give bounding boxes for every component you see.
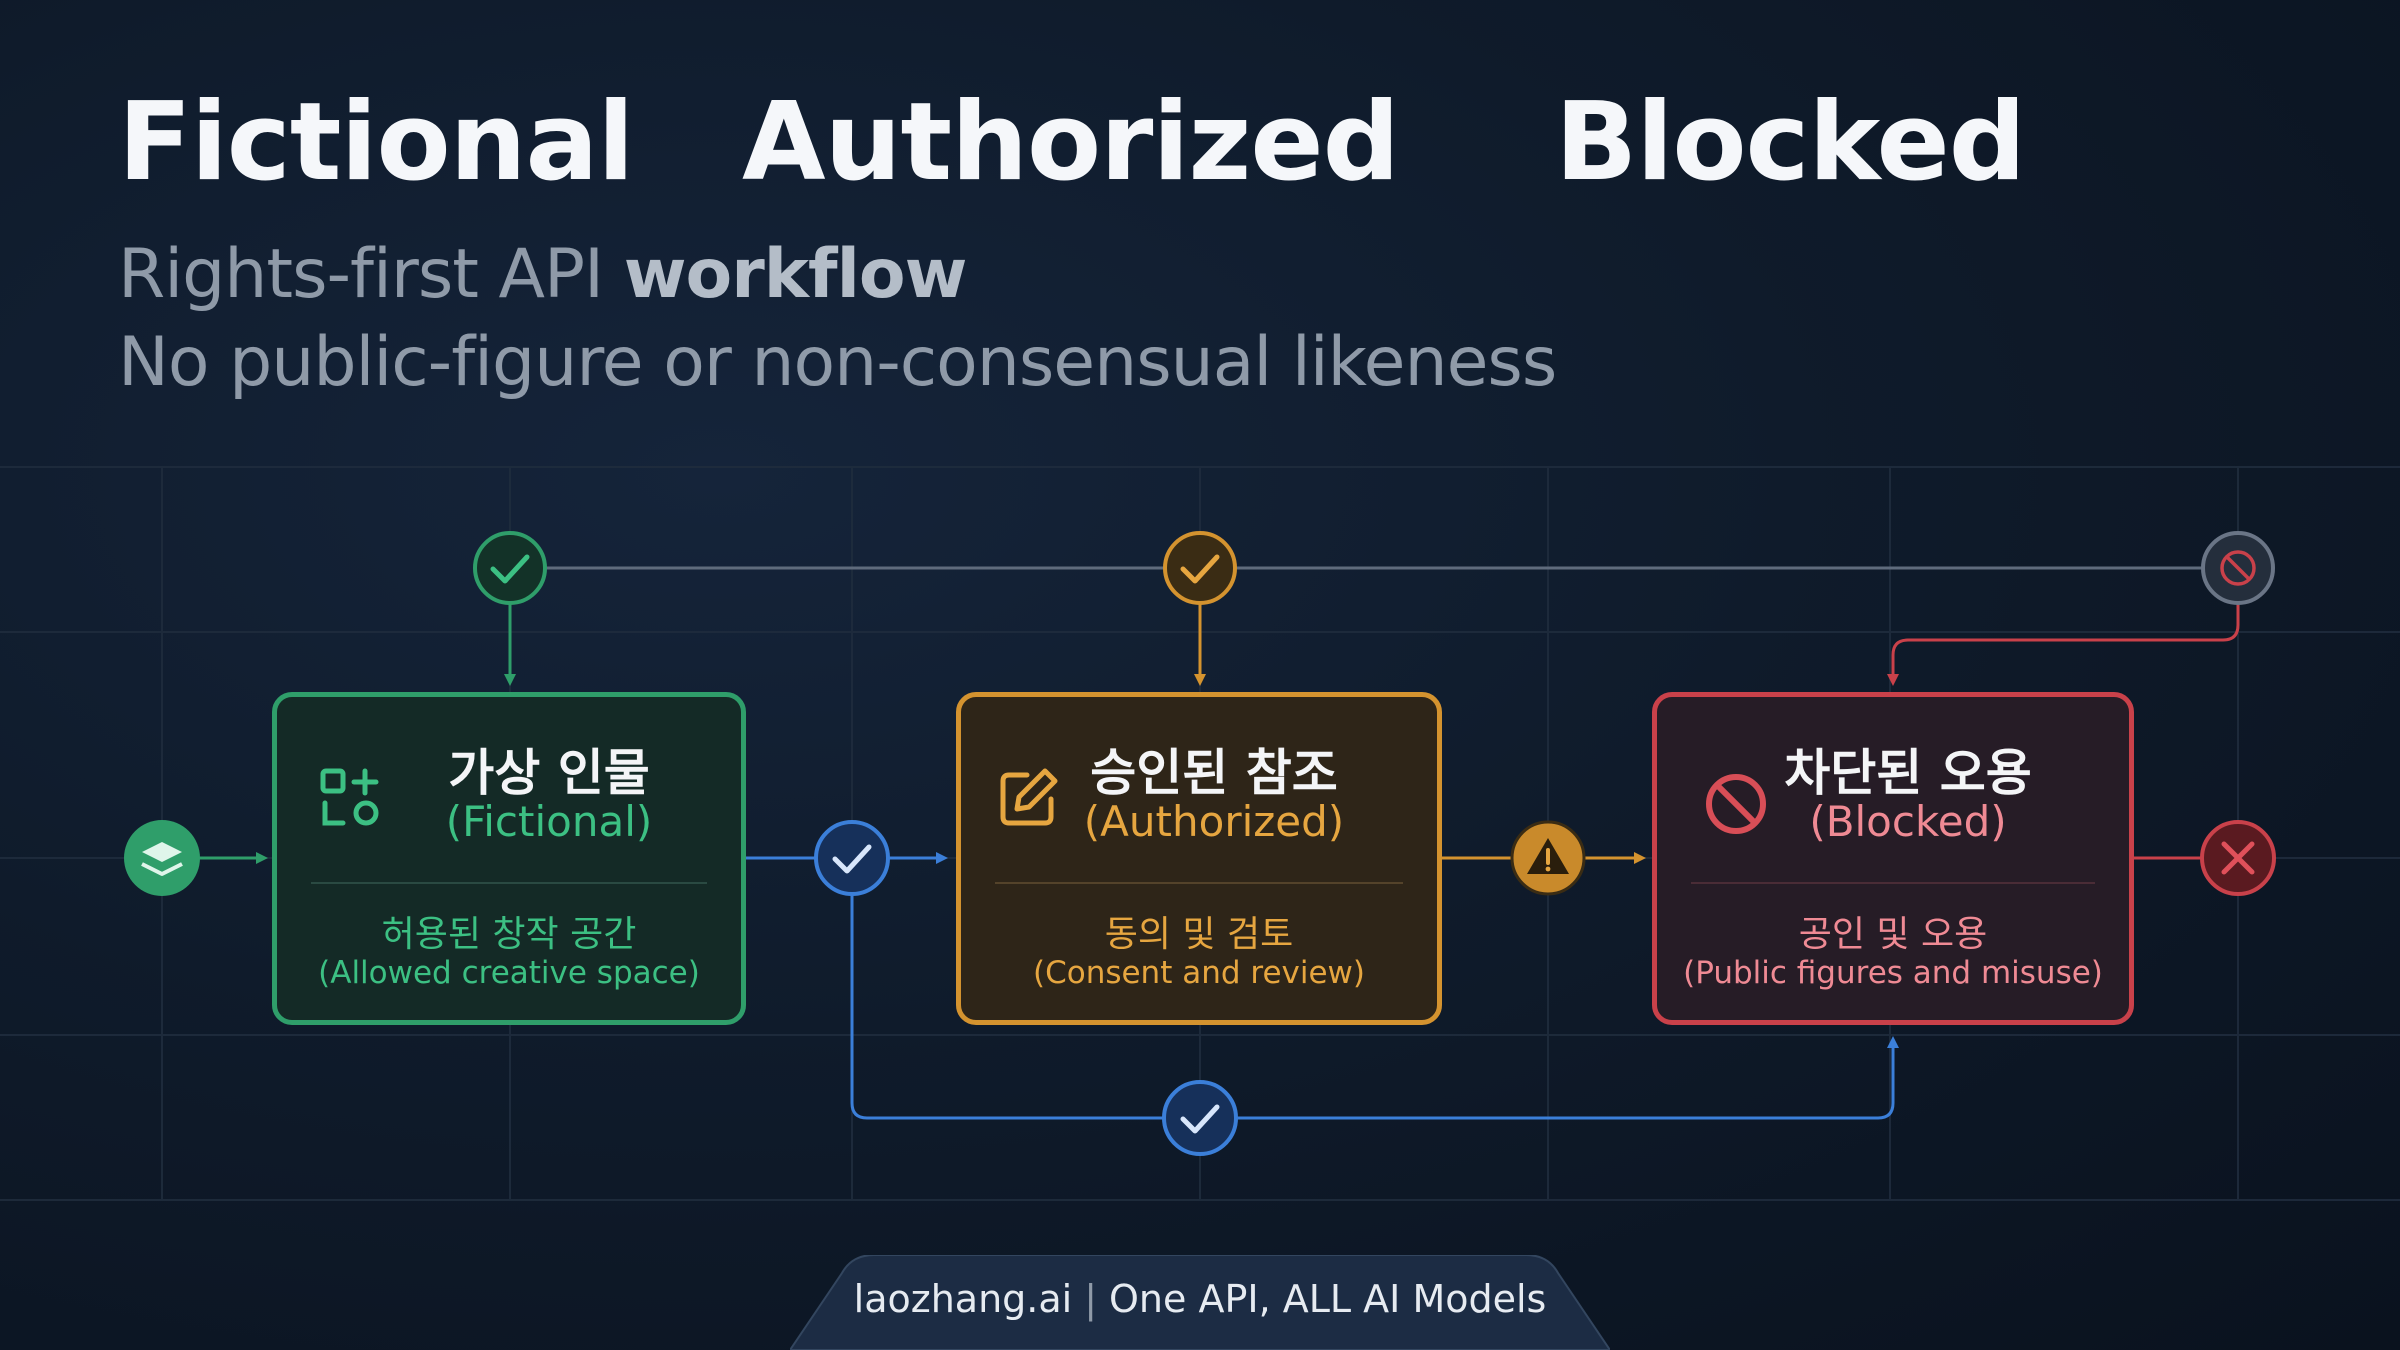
subtitle-line-2: No public-figure or non-consensual liken… [118,323,1557,402]
authorized-divider [995,882,1403,884]
footer-separator: | [1084,1277,1098,1321]
fictional-desc-ko: 허용된 창작 공간 [381,914,637,955]
footer-tab-shape [790,1255,1610,1350]
blocked-status-node [2201,531,2275,605]
subtitle-regular: Rights-first API [118,235,624,314]
bypass-check-node [1162,1080,1238,1156]
start-layers-node [124,820,200,896]
authorized-title-en: (Authorized) [1083,797,1345,846]
footer-tagline: One API, ALL AI Models [1109,1277,1547,1321]
blocked-divider [1691,882,2095,884]
blocked-desc-en: (Public figures and misuse) [1683,955,2103,991]
fictional-divider [311,882,707,884]
blue-check-node [814,820,890,896]
blocked-desc-ko: 공인 및 오용 [1798,914,1988,955]
authorized-desc-en: (Consent and review) [1032,955,1366,991]
fictional-title-en: (Fictional) [445,797,653,846]
subtitle-bold: workflow [623,235,968,314]
fictional-title-ko: 가상 인물 [448,744,650,802]
fictional-card: 가상 인물 (Fictional) 허용된 창작 공간 (Allowed cre… [272,692,746,1025]
authorized-desc-ko: 동의 및 검토 [1104,914,1294,955]
subtitle-line-1: Rights-first API workflow [118,234,968,316]
shapes-icon [320,768,379,826]
authorized-card: 승인된 참조 (Authorized) 동의 및 검토 (Consent and… [956,692,1442,1025]
header-title-fictional: Fictional [118,80,634,205]
authorized-title-ko: 승인된 참조 [1090,744,1338,802]
red-drop-arrow [1887,604,2240,686]
header-title-authorized: Authorized [742,80,1400,205]
header-title-blocked: Blocked [1555,80,2026,205]
reject-node [2200,820,2276,896]
blocked-title-en: (Blocked) [1809,797,2007,846]
prohibited-icon [1706,774,1766,834]
blocked-card: 차단된 오용 (Blocked) 공인 및 오용 (Public figures… [1652,692,2134,1025]
footer-banner: laozhang.ai|One API, ALL AI Models [790,1255,1610,1350]
footer-brand-link[interactable]: laozhang.ai [853,1277,1073,1321]
gold-check-node [1163,531,1237,605]
warning-node [1510,820,1586,896]
blocked-title-ko: 차단된 오용 [1784,744,2032,802]
edit-icon [1000,768,1058,826]
green-check-node [473,531,547,605]
bypass-loop-arrow [850,894,1899,1120]
footer-text: laozhang.ai|One API, ALL AI Models [790,1277,1610,1321]
fictional-desc-en: (Allowed creative space) [318,955,700,991]
